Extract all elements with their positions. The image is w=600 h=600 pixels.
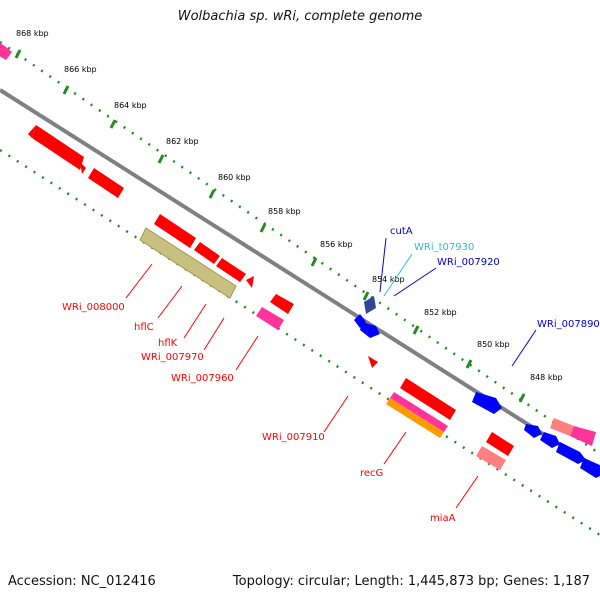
kbp-label: 868 kbp xyxy=(16,29,49,38)
gene-arrow xyxy=(80,162,86,174)
gene-arrow xyxy=(486,432,514,456)
gene-label-WRi_007910: WRi_007910 xyxy=(262,432,325,443)
gene-arrow xyxy=(194,242,220,264)
gene-arrow xyxy=(256,307,284,330)
gene-arrow xyxy=(570,426,596,446)
cutA-gene xyxy=(364,296,376,314)
label-leader xyxy=(393,267,437,297)
gene-arrow xyxy=(472,392,502,414)
label-leader xyxy=(235,335,259,371)
kbp-label: 850 kbp xyxy=(477,340,510,349)
major-tick xyxy=(412,325,420,335)
kbp-label: 860 kbp xyxy=(218,173,251,182)
gene-arrow xyxy=(88,168,124,198)
gene-label-recG: recG xyxy=(360,468,383,479)
gene-arrow xyxy=(390,392,448,432)
gene-label-hflC: hflC xyxy=(134,322,154,333)
kbp-label: 862 kbp xyxy=(166,137,199,146)
label-leader xyxy=(323,395,349,433)
gene-label-WRi_007920: WRi_007920 xyxy=(437,257,500,268)
gene-label-miaA: miaA xyxy=(430,513,456,524)
label-leader xyxy=(383,431,407,465)
gene-arrow xyxy=(270,294,294,314)
major-tick xyxy=(208,189,216,199)
gene-arrow xyxy=(524,424,542,438)
label-leader xyxy=(455,475,479,509)
major-tick xyxy=(465,359,473,369)
major-tick xyxy=(362,291,370,301)
label-leader xyxy=(157,285,183,319)
label-leader xyxy=(125,263,153,299)
gene-arrow xyxy=(556,442,586,464)
gene-arrow xyxy=(216,258,246,282)
kbp-label: 854 kbp xyxy=(372,275,405,284)
major-tick xyxy=(259,223,267,233)
genome-stats-text: Topology: circular; Length: 1,445,873 bp… xyxy=(232,574,590,589)
major-tick xyxy=(109,119,117,129)
gene-arrow xyxy=(154,214,196,248)
kbp-label: 866 kbp xyxy=(64,65,97,74)
gene-arrow xyxy=(368,356,378,368)
gene-arrow xyxy=(246,276,254,288)
miaA-gene xyxy=(476,446,506,470)
major-tick xyxy=(310,257,318,267)
hflC-gene xyxy=(139,227,237,299)
label-leader xyxy=(383,253,413,297)
gene-arrow xyxy=(550,418,574,436)
kbp-label: 856 kbp xyxy=(320,240,353,249)
major-tick xyxy=(62,85,70,95)
major-tick xyxy=(518,393,526,403)
label-leader xyxy=(203,317,225,351)
gene-arrow xyxy=(540,432,560,448)
gene-arrow xyxy=(32,125,84,170)
kbp-label: 852 kbp xyxy=(424,308,457,317)
kbp-label: 858 kbp xyxy=(268,207,301,216)
label-leader xyxy=(183,303,207,339)
gene-label-WRi_t07930: WRi_t07930 xyxy=(414,242,474,253)
gene-label-WRi_008000: WRi_008000 xyxy=(62,302,125,313)
outer-tick-track xyxy=(0,40,600,456)
kbp-label: 864 kbp xyxy=(114,101,147,110)
gene-label-cutA: cutA xyxy=(390,226,413,237)
genome-title: Wolbachia sp. wRi, complete genome xyxy=(177,9,423,24)
major-tick xyxy=(14,49,22,59)
gene-arrow xyxy=(386,398,444,438)
major-tick xyxy=(157,154,165,164)
genome-backbone xyxy=(0,88,600,472)
gene-label-hflK: hflK xyxy=(158,338,178,349)
accession-text: Accession: NC_012416 xyxy=(8,574,156,589)
label-leader xyxy=(379,237,387,293)
gene-label-WRi_007960: WRi_007960 xyxy=(171,373,234,384)
label-leader xyxy=(511,329,537,367)
gene-label-WRi_007970: WRi_007970 xyxy=(141,352,204,363)
gene-arrow xyxy=(580,458,600,478)
gene-arrow xyxy=(0,42,12,60)
recG-gene xyxy=(400,378,456,420)
kbp-label: 848 kbp xyxy=(530,373,563,382)
gene-label-WRi_007890: WRi_007890 xyxy=(537,319,600,330)
gene-arrow xyxy=(28,125,36,138)
gene-arrow xyxy=(360,322,380,338)
